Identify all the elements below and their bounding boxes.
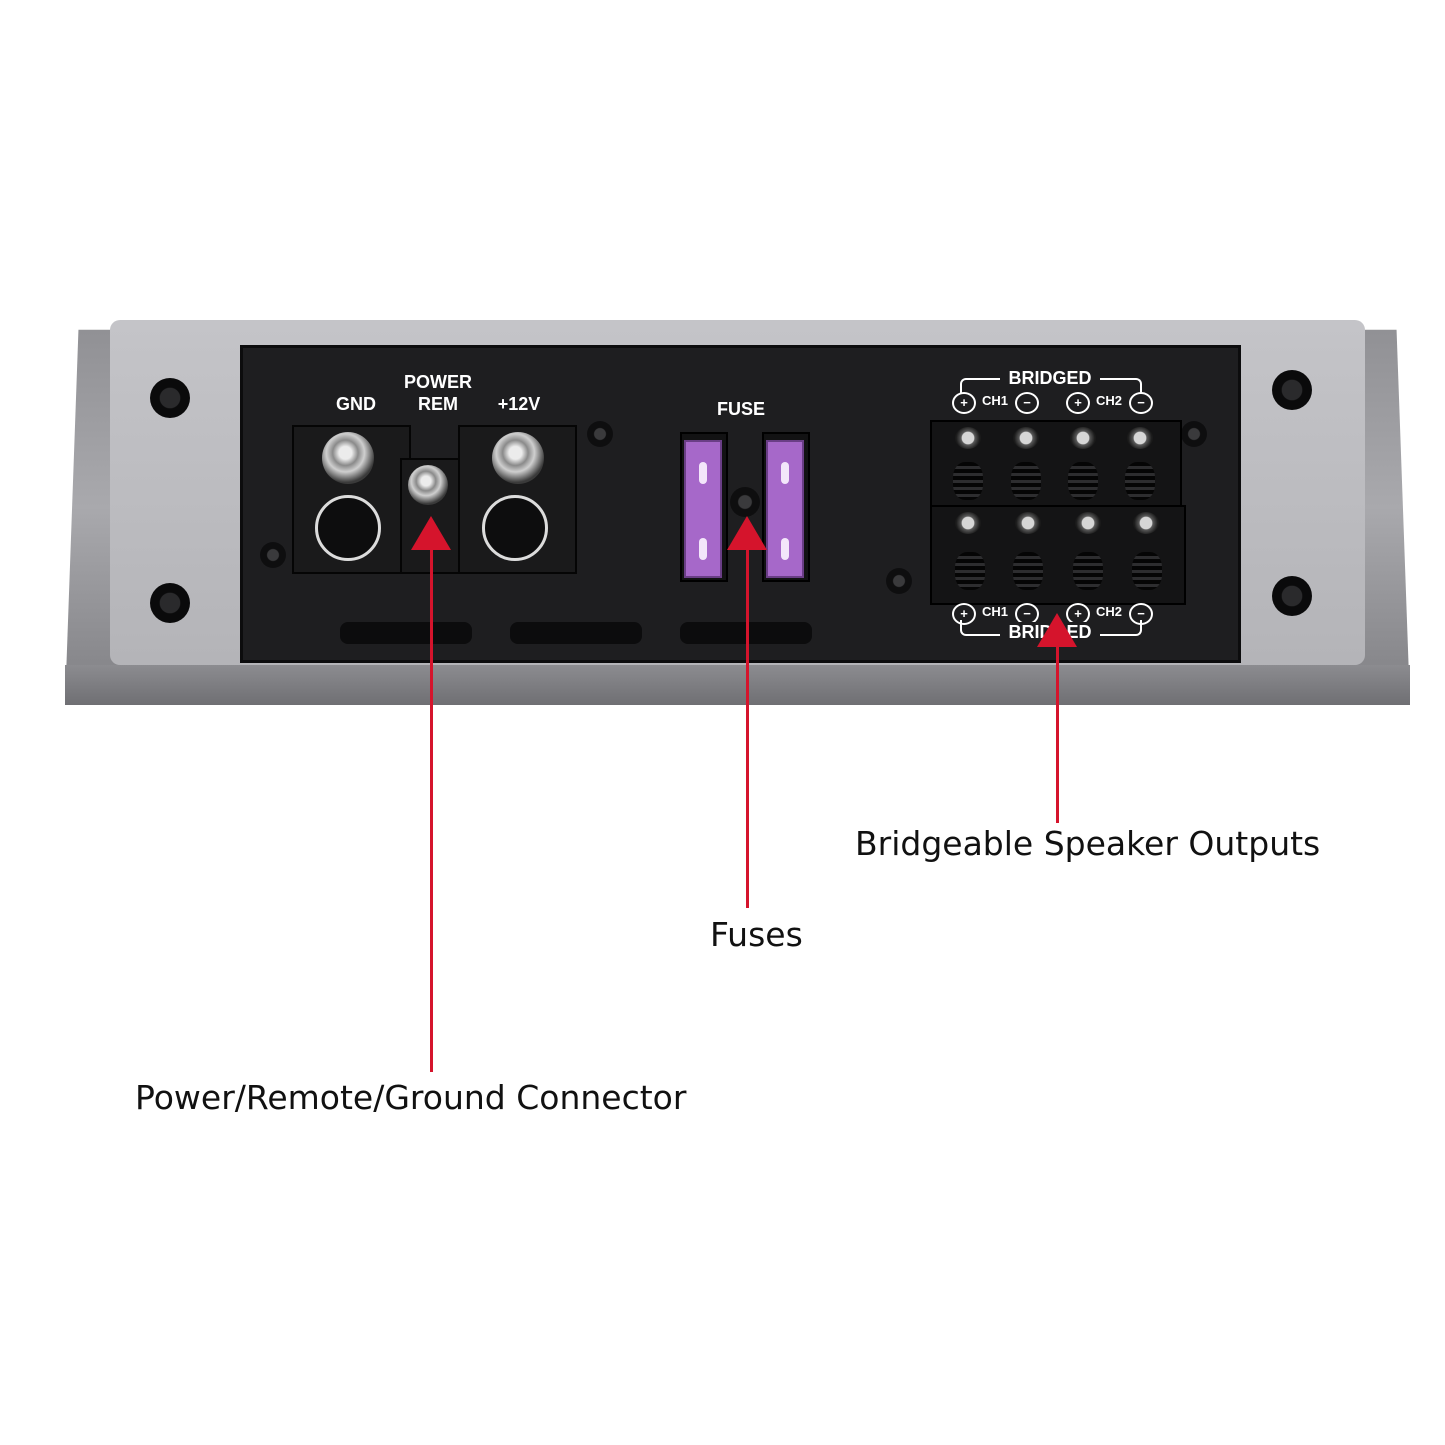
speaker-terminal-socket[interactable] [1068, 462, 1098, 500]
fuse-center-screw [730, 487, 760, 517]
speaker-terminal-screw[interactable] [1070, 427, 1096, 449]
callout-fuses: Fuses [710, 915, 803, 954]
speaker-terminal-screw[interactable] [1015, 512, 1041, 534]
callout-speaker-outputs: Bridgeable Speaker Outputs [855, 824, 1321, 863]
fuse-blade [699, 462, 707, 484]
vent-slot [340, 622, 472, 644]
arrow-up-icon [727, 516, 767, 550]
speaker-terminal-socket[interactable] [1013, 552, 1043, 590]
power-label: POWER [403, 372, 472, 392]
fuse-blade [781, 462, 789, 484]
fuse-left[interactable] [684, 440, 722, 578]
panel-screw [886, 568, 912, 594]
pointer-line-speakers [1056, 645, 1059, 823]
rem-set-screw[interactable] [408, 465, 448, 505]
fuse-blade [699, 538, 707, 560]
speaker-terminal-screw[interactable] [955, 512, 981, 534]
speaker-terminal-socket[interactable] [955, 552, 985, 590]
mounting-bolt-bottom-right [1272, 576, 1312, 616]
mounting-bolt-top-right [1272, 370, 1312, 410]
vent-slot [510, 622, 642, 644]
plus12v-socket[interactable] [482, 495, 548, 561]
speaker-terminal-screw[interactable] [1075, 512, 1101, 534]
amplifier-base [65, 665, 1410, 705]
gnd-socket[interactable] [315, 495, 381, 561]
pointer-line-fuses [746, 548, 749, 908]
minus-icon: − [1129, 392, 1153, 414]
arrow-up-icon [411, 516, 451, 550]
arrow-up-icon [1037, 613, 1077, 647]
ch1-label-bottom: CH1 [981, 604, 1008, 619]
speaker-terminal-socket[interactable] [1125, 462, 1155, 500]
fuse-blade [781, 538, 789, 560]
speaker-terminal-screw[interactable] [1127, 427, 1153, 449]
speaker-terminal-screw[interactable] [1133, 512, 1159, 534]
speaker-terminal-socket[interactable] [1011, 462, 1041, 500]
panel-screw [587, 421, 613, 447]
panel-screw [260, 542, 286, 568]
callout-power-connector: Power/Remote/Ground Connector [135, 1078, 687, 1117]
rem-label: REM [418, 394, 458, 414]
speaker-terminal-screw[interactable] [955, 427, 981, 449]
speaker-terminal-socket[interactable] [1073, 552, 1103, 590]
speaker-terminal-socket[interactable] [1132, 552, 1162, 590]
plus-icon: + [1066, 392, 1090, 414]
panel-screw [1181, 421, 1207, 447]
fuse-label: FUSE [716, 399, 765, 419]
pointer-line-power [430, 548, 433, 1072]
minus-icon: − [1015, 392, 1039, 414]
ch2-label-bottom: CH2 [1095, 604, 1122, 619]
plus12v-label: +12V [497, 394, 541, 414]
ch2-label-top: CH2 [1095, 393, 1122, 408]
bridged-label-top: BRIDGED [1000, 368, 1100, 389]
plus-icon: + [952, 392, 976, 414]
gnd-set-screw[interactable] [322, 432, 374, 484]
speaker-terminal-socket[interactable] [953, 462, 983, 500]
mounting-bolt-bottom-left [150, 583, 190, 623]
fuse-right[interactable] [766, 440, 804, 578]
ch1-label-top: CH1 [981, 393, 1008, 408]
gnd-label: GND [336, 394, 376, 414]
speaker-terminal-screw[interactable] [1013, 427, 1039, 449]
plus12v-set-screw[interactable] [492, 432, 544, 484]
mounting-bolt-top-left [150, 378, 190, 418]
